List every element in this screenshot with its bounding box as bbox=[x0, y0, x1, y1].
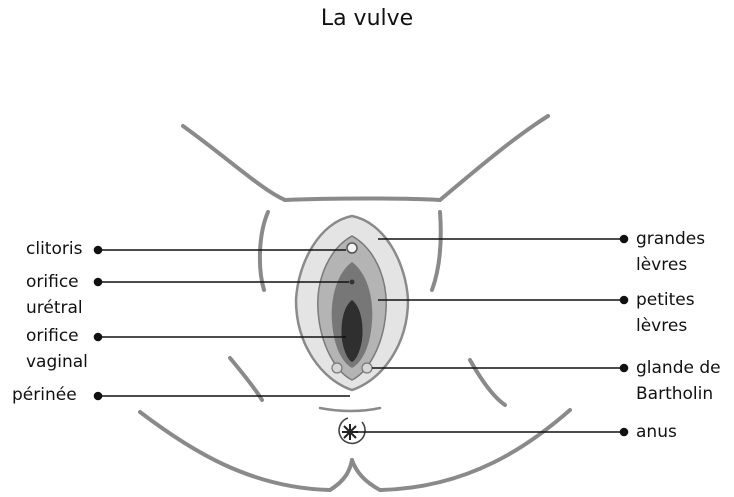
label-orifice-vaginal-line1: orifice bbox=[26, 323, 88, 349]
label-glande-bartholin-line1: glande de bbox=[636, 355, 721, 381]
label-orifice-vaginal-line2: vaginal bbox=[26, 349, 88, 375]
label-orifice-uretral-line2: urétral bbox=[26, 295, 83, 321]
left-buttock-outline bbox=[140, 412, 352, 490]
bartholin-gland-right bbox=[362, 363, 372, 373]
label-glande-bartholin: glande de Bartholin bbox=[636, 355, 721, 407]
label-orifice-uretral: orifice urétral bbox=[26, 269, 83, 321]
leader-dot-orifice-uretral bbox=[95, 279, 102, 286]
label-clitoris-text: clitoris bbox=[26, 236, 82, 262]
urethral-opening-mark bbox=[350, 280, 355, 285]
label-anus: anus bbox=[636, 419, 677, 445]
left-inner-thigh bbox=[260, 212, 268, 290]
leader-dot-glande-bartholin bbox=[621, 365, 628, 372]
label-orifice-uretral-line1: orifice bbox=[26, 269, 83, 295]
leader-dot-clitoris bbox=[95, 247, 102, 254]
label-grandes-levres-line1: grandes bbox=[636, 226, 705, 252]
left-thigh-outline bbox=[183, 126, 285, 200]
perineum-line bbox=[320, 408, 380, 411]
label-grandes-levres-line2: lèvres bbox=[636, 252, 705, 278]
right-hip-line bbox=[470, 360, 505, 405]
label-petites-levres: petites lèvres bbox=[636, 287, 695, 339]
label-anus-text: anus bbox=[636, 419, 677, 445]
abdomen-outline bbox=[285, 199, 440, 201]
right-inner-thigh bbox=[432, 212, 441, 290]
label-grandes-levres: grandes lèvres bbox=[636, 226, 705, 278]
leader-dot-grandes-levres bbox=[621, 236, 628, 243]
left-hip-line bbox=[230, 358, 262, 400]
leader-dot-anus bbox=[621, 429, 628, 436]
label-orifice-vaginal: orifice vaginal bbox=[26, 323, 88, 375]
anus-mark bbox=[339, 418, 365, 443]
leader-dot-petites-levres bbox=[621, 297, 628, 304]
label-perinee-text: périnée bbox=[12, 382, 77, 408]
label-glande-bartholin-line2: Bartholin bbox=[636, 381, 721, 407]
label-clitoris: clitoris bbox=[26, 236, 82, 262]
right-thigh-outline bbox=[440, 116, 548, 200]
label-perinee: périnée bbox=[12, 382, 77, 408]
label-petites-levres-line2: lèvres bbox=[636, 313, 695, 339]
clitoris-mark bbox=[347, 243, 357, 253]
leader-dot-orifice-vaginal bbox=[95, 334, 102, 341]
label-petites-levres-line1: petites bbox=[636, 287, 695, 313]
bartholin-gland-left bbox=[332, 363, 342, 373]
leader-dot-perinee bbox=[95, 393, 102, 400]
right-buttock-outline bbox=[352, 410, 570, 490]
